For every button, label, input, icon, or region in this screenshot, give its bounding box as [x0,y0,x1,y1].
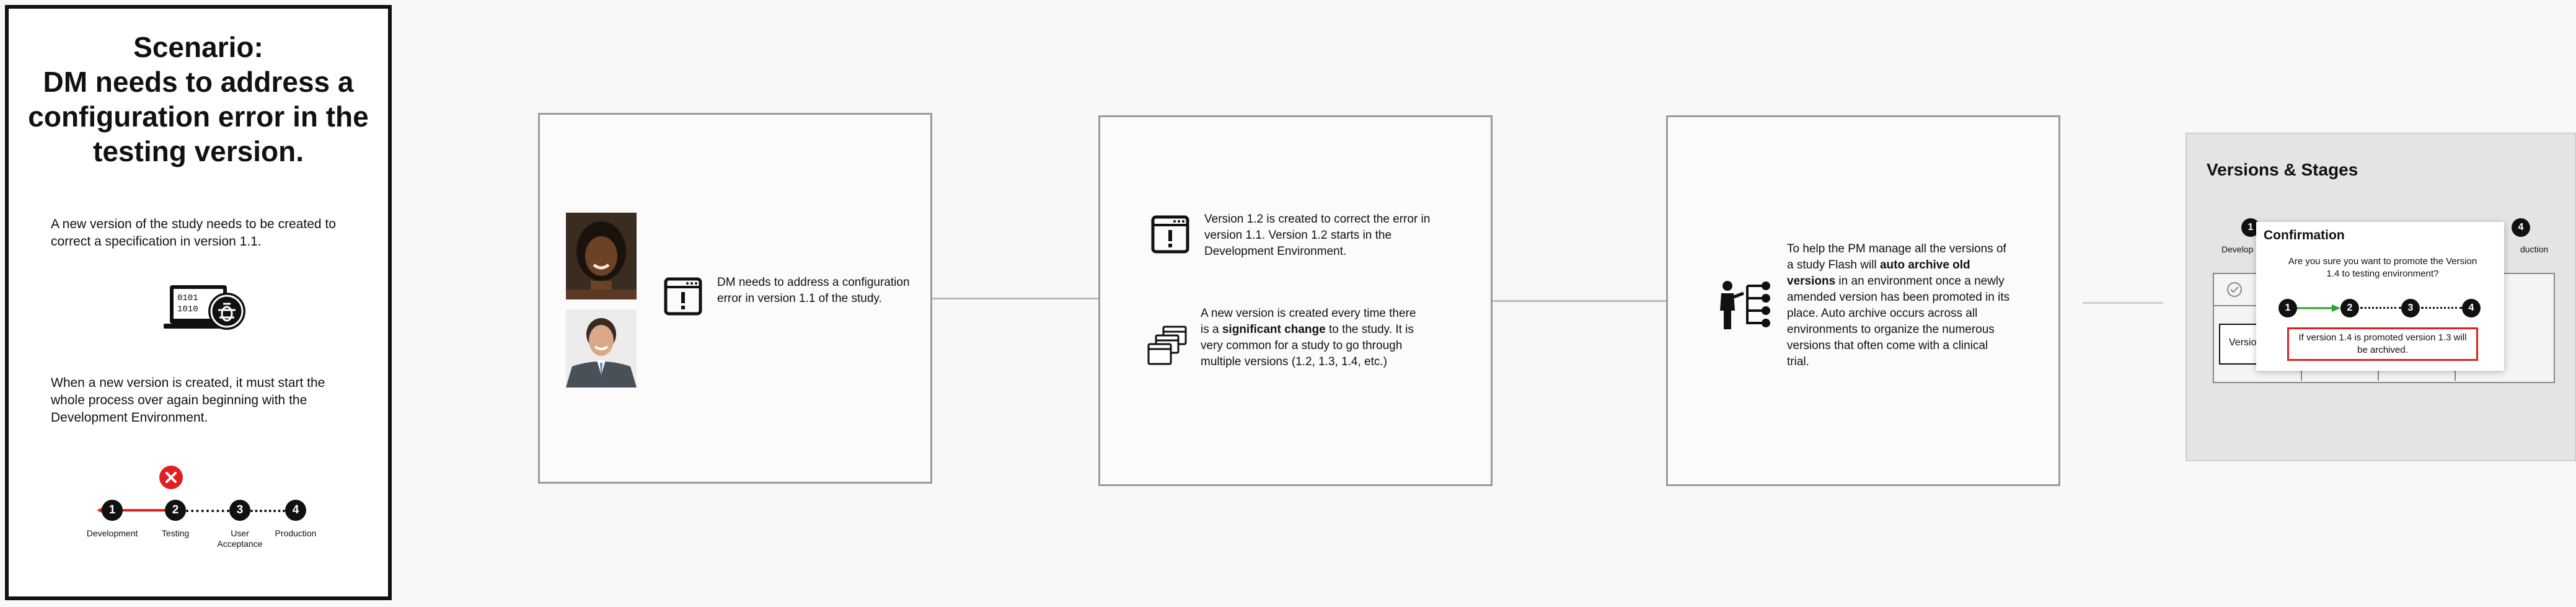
scenario-title: Scenario: DM needs to address a configur… [28,31,369,167]
step-4: 4 [2462,299,2481,317]
step-4: 4 [2512,218,2530,237]
step-card-1: DM needs to address a configuration erro… [538,113,932,484]
flow-connector [2083,302,2163,304]
confirmation-dialog: Confirmation Are you sure you want to pr… [2256,222,2504,371]
step-label: User Acceptance [217,528,263,549]
step-label: Production [275,528,317,538]
archive-warning: If version 1.4 is promoted version 1.3 w… [2287,327,2478,361]
step-card-3: To help the PM manage all the versions o… [1666,115,2060,486]
table-cell [2214,274,2259,306]
computer-bug-icon: 0101 1010 [164,281,248,334]
scenario-paragraph-2: When a new version is created, it must s… [51,376,325,425]
card-1-text: DM needs to address a configuration erro… [717,276,910,305]
dialog-question: Are you sure you want to promote the Ver… [2288,256,2477,279]
stepper-connector [2421,307,2462,309]
dialog-stepper: 1 2 3 4 [2278,299,2489,320]
stepper-connector [2360,307,2401,309]
scenario-paragraph-1: A new version of the study needs to be c… [51,217,336,249]
step-3: 3 [229,500,250,521]
svg-text:1010: 1010 [177,304,198,314]
check-circle-icon [2227,282,2242,297]
x-circle-icon [159,465,183,490]
stepper-connector [186,510,229,512]
flow-connector [931,298,1100,299]
flow-connector [1493,300,1666,302]
card-2-text-2: A new version is created every time ther… [1201,307,1416,368]
step-1: 1 [2278,299,2297,317]
step-label: Testing [161,528,190,538]
version-row-label: Versio [2229,337,2257,348]
stacked-windows-icon [1147,326,1188,369]
panel-title: Versions & Stages [2207,160,2358,179]
step-label: Development [86,528,138,538]
svg-text:0101: 0101 [177,293,198,303]
scenario-panel: Scenario: DM needs to address a configur… [5,5,392,600]
step-2: 2 [2340,299,2359,317]
stage-label: Develop [2221,244,2254,254]
step-2: 2 [165,500,186,521]
alert-window-icon [664,277,702,316]
step-card-2: Version 1.2 is created to correct the er… [1098,115,1493,486]
stepper-connector [250,510,285,512]
card-2-text-1: Version 1.2 is created to correct the er… [1204,213,1431,258]
card-3-text: To help the PM manage all the versions o… [1787,242,2010,368]
hierarchy-person-icon [1719,280,1772,330]
step-1: 1 [102,500,123,521]
stage-label: duction [2520,244,2549,254]
step-3: 3 [2401,299,2420,317]
alert-window-icon [1151,215,1189,254]
forward-arrow-icon [2296,304,2340,312]
step-4: 4 [285,500,306,521]
avatar [566,213,637,299]
avatar [566,309,637,388]
stage-stepper: 1 2 3 4 Development Testing User Accepta… [9,500,388,562]
dialog-title: Confirmation [2264,228,2345,242]
